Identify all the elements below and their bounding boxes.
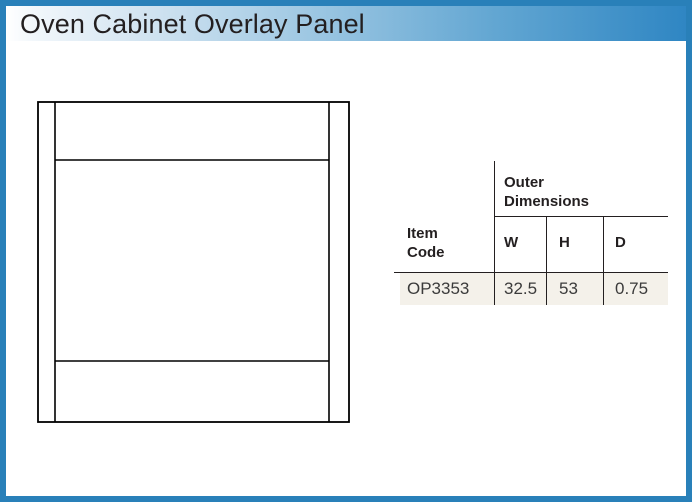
- cell-item-code: OP3353: [407, 279, 470, 298]
- header-column-d: D: [615, 234, 626, 251]
- header-column-h: H: [559, 234, 570, 251]
- cell-depth: 0.75: [615, 279, 649, 298]
- cell-height: 53: [559, 279, 578, 298]
- cabinet-outline-group: [37, 101, 350, 423]
- header-outer-dimensions: Outer Dimensions: [504, 174, 590, 210]
- header-column-w: W: [504, 234, 519, 251]
- panel-outer-rect: [37, 101, 350, 423]
- dimensions-table: Outer Dimensions Item Code W H D OP3353 …: [394, 161, 668, 309]
- group-header-rule: [494, 216, 668, 217]
- header-band: Oven Cabinet Overlay Panel: [6, 6, 686, 41]
- header-item-code: Item Code: [407, 225, 445, 261]
- page-title: Oven Cabinet Overlay Panel: [20, 9, 365, 39]
- divider-itemcode-w: [494, 161, 495, 305]
- cabinet-drawing-svg: [37, 101, 350, 423]
- cell-width: 32.5: [504, 279, 538, 298]
- divider-h-d: [603, 217, 604, 305]
- table-row-background: [400, 273, 668, 305]
- cabinet-drawing: [6, 41, 426, 466]
- column-header-rule: [394, 272, 668, 273]
- divider-w-h: [546, 217, 547, 305]
